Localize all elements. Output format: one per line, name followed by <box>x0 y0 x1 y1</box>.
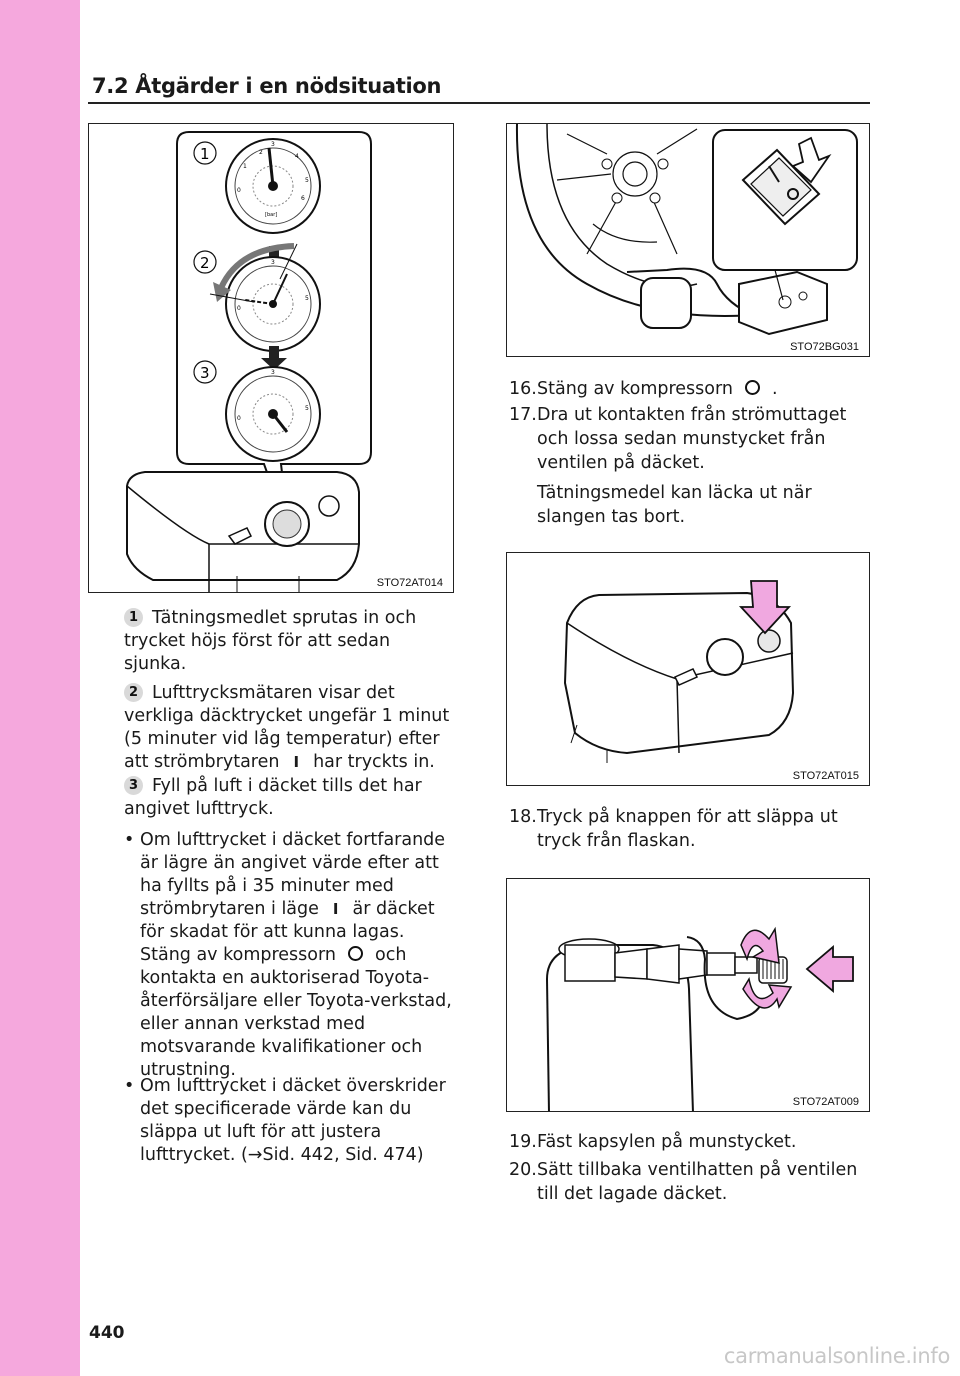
svg-text:0: 0 <box>237 187 241 194</box>
title-rule <box>88 102 870 104</box>
svg-text:1: 1 <box>243 163 247 170</box>
svg-text:[bar]: [bar] <box>265 212 277 218</box>
figure-valve-cap: STO72AT009 <box>506 878 870 1112</box>
step-19: 19. Fäst kapsylen på munstycket. <box>509 1130 869 1154</box>
gauge-2: 0 3 5 <box>225 256 321 352</box>
caption-text: Fyll på luft i däcket tills det har angi… <box>124 776 422 819</box>
compressor-switch-illustration <box>515 124 858 336</box>
svg-text:2: 2 <box>259 149 263 156</box>
switch-off-symbol <box>347 946 363 961</box>
callout-2: 2 <box>200 254 210 272</box>
step-number: 18. <box>509 807 537 827</box>
bullet-text-3: och kontakta en auktoriserad Toyota-åter… <box>140 945 452 1080</box>
step-text: Stäng av kompressorn <box>537 379 733 399</box>
switch-on-symbol: I <box>293 753 300 771</box>
step-text: Fäst kapsylen på munstycket. <box>537 1132 797 1152</box>
step-20: 20. Sätt tillbaka ventilhatten på ventil… <box>509 1158 869 1206</box>
figure-release-button: STO72AT015 <box>506 552 870 786</box>
svg-text:6: 6 <box>301 195 305 202</box>
gauge-3: 0 3 5 <box>225 366 321 462</box>
bullet-overinflated: • Om lufttrycket i däcket överskrider de… <box>124 1075 454 1167</box>
step-17: 17. Dra ut kontakten från strömuttaget o… <box>509 403 869 529</box>
step-text: Tryck på knappen för att släppa ut tryck… <box>537 807 838 851</box>
svg-text:0: 0 <box>237 415 241 422</box>
caption-number: 3 <box>124 776 143 795</box>
step-number: 17. <box>509 405 537 425</box>
svg-text:4: 4 <box>295 153 299 160</box>
caption-number: 2 <box>124 683 143 702</box>
switch-off-symbol <box>744 380 760 395</box>
gauge-1: 0 1 2 3 4 5 6 [bar] <box>225 138 321 234</box>
step-number: 16. <box>509 379 537 399</box>
step-text: Dra ut kontakten från strömuttaget och l… <box>537 405 847 473</box>
svg-text:3: 3 <box>271 259 275 266</box>
watermark: carmanualsonline.info <box>723 1344 950 1368</box>
figure-code: STO72AT014 <box>376 577 443 589</box>
step-number: 20. <box>509 1160 537 1180</box>
figure-gauge-sequence: 0 1 2 3 4 5 6 [bar] 1 0 3 5 <box>88 123 454 593</box>
bullet-text-2: är däcket för skadat för att kunna lagas… <box>140 899 435 965</box>
step-number: 19. <box>509 1132 537 1152</box>
figure-code: STO72AT009 <box>792 1096 859 1108</box>
caption-text-end: har tryckts in. <box>313 752 435 772</box>
svg-text:5: 5 <box>305 177 309 184</box>
page-number: 440 <box>89 1323 125 1343</box>
figure-compressor-switch: STO72BG031 <box>506 123 870 357</box>
bullet-marker: • <box>124 1076 135 1096</box>
side-color-bar <box>0 0 80 1376</box>
figure-code: STO72AT015 <box>792 770 859 782</box>
figure-code: STO72BG031 <box>790 341 859 353</box>
step-18: 18. Tryck på knappen för att släppa ut t… <box>509 805 869 853</box>
bullet-marker: • <box>124 830 135 850</box>
callout-1: 1 <box>200 145 210 163</box>
bullet-text: Om lufttrycket i däcket fortfarande är l… <box>140 830 446 919</box>
svg-text:5: 5 <box>305 405 309 412</box>
bullet-underinflated: • Om lufttrycket i däcket fortfarande är… <box>124 829 454 1082</box>
release-button-illustration <box>563 580 795 763</box>
caption-text: Lufttrycksmätaren visar det verkliga däc… <box>124 683 450 772</box>
section-title: 7.2 Åtgärder i en nödsituation <box>92 74 442 98</box>
svg-text:3: 3 <box>271 141 275 148</box>
step-text: Sätt tillbaka ventilhatten på ventilen t… <box>537 1160 858 1204</box>
callout-3: 3 <box>200 364 210 382</box>
switch-on-symbol: I <box>332 900 339 918</box>
step-16: 16. Stäng av kompressorn. <box>509 377 869 401</box>
svg-text:5: 5 <box>305 295 309 302</box>
valve-cap-illustration <box>546 926 854 1111</box>
caption-number: 1 <box>124 608 143 627</box>
svg-text:0: 0 <box>237 305 241 312</box>
bullet-text: Om lufttrycket i däcket överskrider det … <box>140 1076 446 1165</box>
step-text-end: . <box>771 379 778 399</box>
gauge-sequence-illustration: 0 1 2 3 4 5 6 [bar] 1 0 3 5 <box>126 131 372 592</box>
step-note: Tätningsmedel kan läcka ut när slangen t… <box>537 483 812 527</box>
caption-text: Tätningsmedlet sprutas in och trycket hö… <box>124 608 417 674</box>
svg-text:3: 3 <box>271 369 275 376</box>
